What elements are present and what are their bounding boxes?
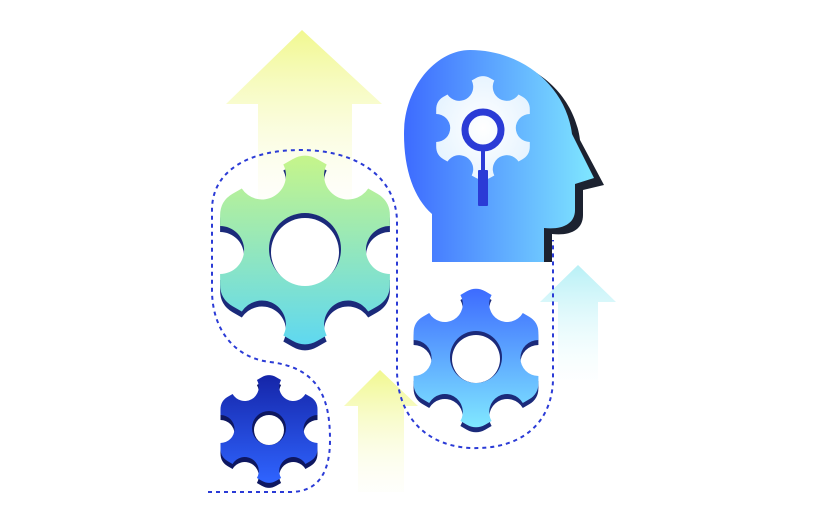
gear-navy [220,375,318,488]
gear-blue [413,288,539,433]
magnifier-icon [461,108,505,206]
gear-hole [452,335,500,383]
gear-hole [254,415,284,445]
arrow-up-icon [226,30,382,200]
arrow-up-icon [344,370,418,492]
gear-icon [436,76,530,180]
gear-green [220,155,390,351]
gear-hole [271,218,339,286]
arrow-up-icon [540,265,616,380]
dashed-path [208,148,554,493]
